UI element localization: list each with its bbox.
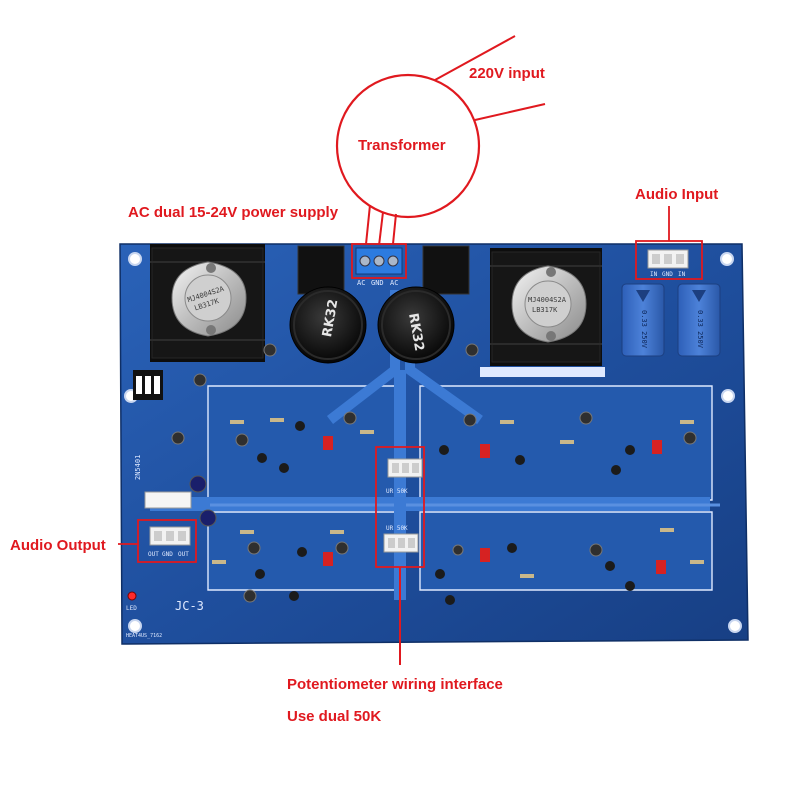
film-capacitor-left [621,283,665,357]
audio-output-label: Audio Output [10,537,106,554]
footer-code: HEAT4US_7162 [126,633,162,639]
aux-connector [133,370,163,400]
pot-label-top: UR 50K [386,488,408,495]
audio-input-label: Audio Input [635,186,719,203]
terminal-label-ac-2: AC [390,279,398,287]
film-cap-marking-right: 0.33 250V [696,310,704,349]
audio-output-connector [137,519,197,563]
pot-spec-label: Use dual 50K [287,708,382,725]
film-capacitor-right [677,283,721,357]
terminal-label-ac-1: AC [357,279,365,287]
board-name: JC-3 [175,599,204,613]
potentiometer-connectors [375,446,425,665]
power-terminal [351,243,407,279]
terminal-label-gnd: GND [371,279,384,287]
led-label: LED [126,605,137,612]
heatsink-left [150,244,265,362]
coil-right [377,286,455,364]
rectifier-right [422,245,470,295]
coil-marking-left: RK32 [320,298,341,338]
output-label-out-1: OUT [148,551,159,558]
coil-marking-right: RK32 [405,312,426,352]
pot-interface-label: Potentiometer wiring interface [287,676,503,693]
trimmer-potentiometers [323,436,666,574]
electrolytic-capacitors [171,343,697,603]
resistors [212,418,704,578]
transformer-symbol [335,35,546,255]
coil-left [289,286,367,364]
power-supply-label: AC dual 15-24V power supply [128,204,339,221]
ac-input-label: 220V input [469,65,545,82]
input-label-in-2: IN [678,271,686,278]
pot-label-bottom: UR 50K [386,525,408,532]
led [127,591,137,601]
rectifier-left [297,245,345,295]
input-label-in-1: IN [650,271,658,278]
transistor-marking-right: MJ4004S2A [528,296,567,304]
heatsink-right [490,248,602,366]
film-cap-marking-left: 0.33 250V [640,310,648,349]
output-label-gnd: GND [162,551,173,558]
part-code-label: 2N5401 [134,455,142,480]
transistor-code-right: LB317K [532,306,558,314]
input-label-gnd: GND [662,271,673,278]
output-label-out-2: OUT [178,551,189,558]
small-components [255,421,635,605]
transformer-label: Transformer [358,137,446,154]
relay-module [144,491,192,509]
